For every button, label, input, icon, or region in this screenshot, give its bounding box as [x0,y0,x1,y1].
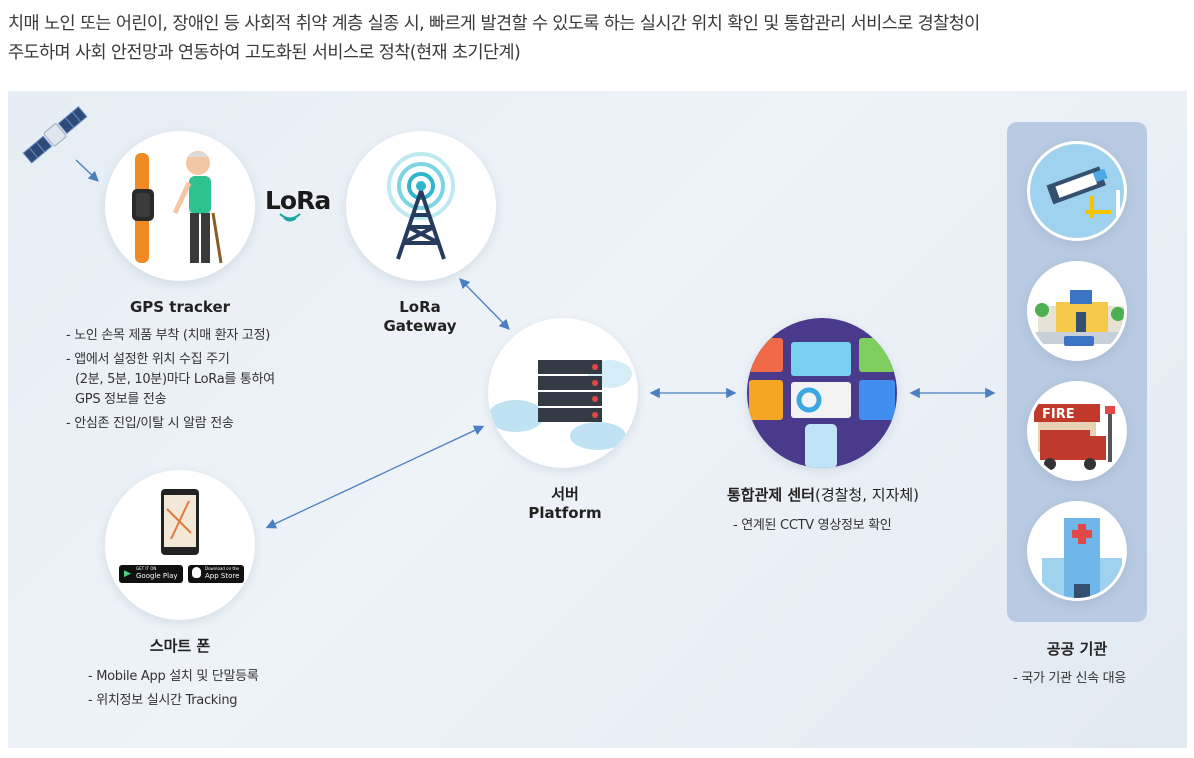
smartphone-desc: - Mobile App 설치 및 단말등록 - 위치정보 실시간 Tracki… [88,667,308,715]
control-center-circle [747,318,897,468]
phone-desc-item: - Mobile App 설치 및 단말등록 [88,669,259,684]
app-store-badge[interactable]: Download on the App Store [188,565,244,583]
phone-map-icon [161,489,199,555]
server-title: 서버 Platform [528,485,602,522]
google-play-icon: ▶ [124,569,131,579]
gps-desc-item: GPS 정보를 전송 [75,392,167,407]
hospital-icon [1030,504,1124,598]
dashboard-icon [749,338,895,468]
smartphone-circle: GET IT ON Google Play ▶ Download on the … [105,470,255,620]
fire-station-icon: FIRE [1030,384,1124,478]
server-circle [488,318,638,468]
fire-circle: FIRE [1027,381,1127,481]
smartphone-title: 스마트 폰 [149,637,211,655]
lora-logo: LoRa [265,186,331,215]
control-center-desc: - 연계된 CCTV 영상정보 확인 [733,516,933,540]
public-agency-desc: - 국가 기관 신속 대응 [1013,669,1173,693]
satellite-icon [22,106,88,164]
antenna-tower-icon [387,152,455,260]
cctv-circle [1027,141,1127,241]
lora-signal-icon [279,213,301,222]
gps-desc-item: (2분, 5분, 10분)마다 LoRa를 통하여 [75,372,275,387]
control-center-title: 통합관제 센터(경찰청, 지자체) [726,486,920,504]
gps-tracker-title: GPS tracker [129,298,231,316]
intro-text: 치매 노인 또는 어린이, 장애인 등 사회적 취약 계층 실종 시, 빠르게 … [8,10,1188,68]
apple-icon [192,567,201,578]
fire-sign-text: FIRE [1042,407,1075,422]
police-station-icon [1030,264,1124,358]
gps-tracker-desc: - 노인 손목 제품 부착 (치매 환자 고정) - 앱에서 설정한 위치 수집… [66,326,306,438]
gps-tracker-circle [105,131,255,281]
public-agency-title: 공공 기관 [1046,640,1108,658]
public-desc-item: - 국가 기관 신속 대응 [1013,671,1127,686]
lora-gateway-circle [346,131,496,281]
gps-desc-item: - 안심존 진입/이탈 시 알람 전송 [66,416,234,431]
intro-line-2: 주도하며 사회 안전망과 연동하여 고도화된 서비스로 정착(현재 초기단계) [8,43,521,63]
gps-desc-item: - 노인 손목 제품 부착 (치매 환자 고정) [66,328,271,343]
gps-desc-item: - 앱에서 설정한 위치 수집 주기 [66,352,230,367]
google-play-badge[interactable]: GET IT ON Google Play ▶ [119,565,183,583]
gateway-title: LoRa Gateway [383,298,457,335]
hospital-circle [1027,501,1127,601]
arrow-satellite-to-gps [75,159,99,182]
server-rack-icon [488,360,632,450]
control-desc-item: - 연계된 CCTV 영상정보 확인 [733,518,892,533]
phone-desc-item: - 위치정보 실시간 Tracking [88,693,238,708]
elderly-with-watch-icon [132,151,223,264]
intro-line-1: 치매 노인 또는 어린이, 장애인 등 사회적 취약 계층 실종 시, 빠르게 … [8,14,980,34]
arrow-gateway-server [459,278,510,330]
cctv-camera-icon [1030,144,1124,238]
arrow-server-phone [265,425,485,529]
police-circle [1027,261,1127,361]
